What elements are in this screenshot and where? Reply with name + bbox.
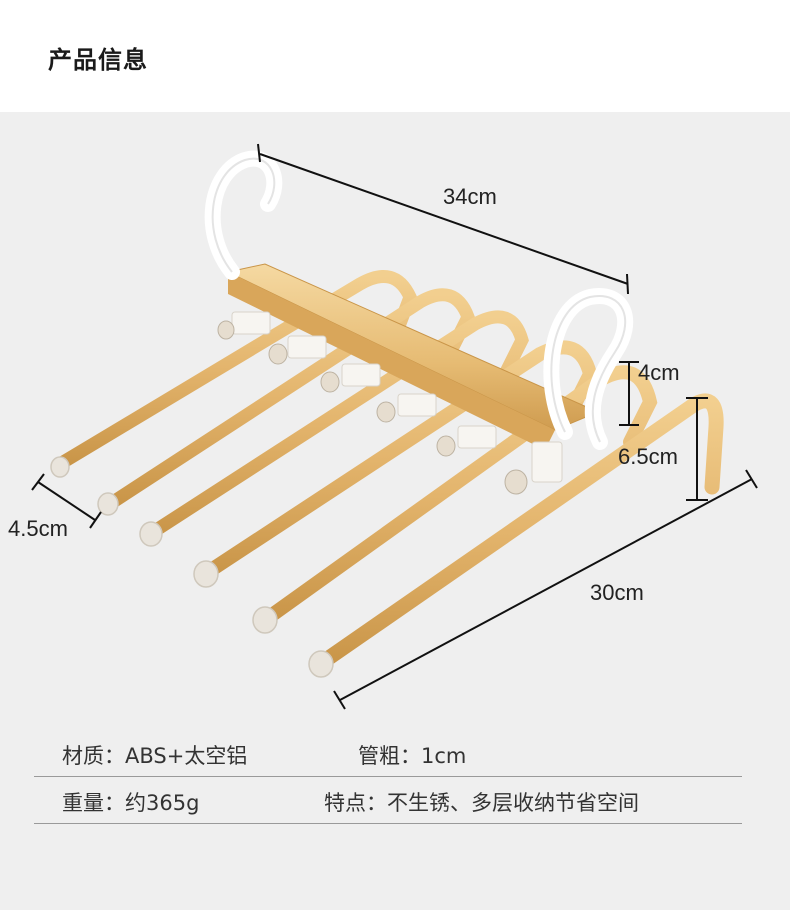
dimension-hook-height-label: 4cm — [638, 360, 680, 385]
clip-knobs — [217, 320, 528, 495]
spec-tube-diameter: 管粗：1cm — [358, 744, 467, 768]
spec-material: 材质：ABS+太空铝 — [62, 744, 248, 768]
spec-features: 特点：不生锈、多层收纳节省空间 — [324, 791, 639, 815]
header: 产品信息 — [0, 0, 790, 112]
dimension-width-label: 4.5cm — [8, 516, 68, 541]
spec-row: 重量：约365g 特点：不生锈、多层收纳节省空间 — [34, 777, 742, 824]
dimension-lines — [31, 143, 758, 710]
rod-end-caps — [50, 456, 334, 678]
page-title: 产品信息 — [48, 46, 148, 74]
dimension-rod-length-label: 30cm — [590, 580, 644, 605]
spec-weight: 重量：约365g — [62, 791, 200, 815]
dimension-layer-gap-label: 6.5cm — [618, 444, 678, 469]
rod-clips — [231, 311, 563, 483]
spec-row: 材质：ABS+太空铝 管粗：1cm — [34, 730, 742, 777]
spec-table: 材质：ABS+太空铝 管粗：1cm 重量：约365g 特点：不生锈、多层收纳节省… — [34, 730, 742, 824]
pants-hanger-icon — [31, 143, 758, 710]
dimension-length-label: 34cm — [443, 184, 497, 209]
product-figure: 34cm 4cm 6.5cm 4.5cm 30cm — [0, 112, 790, 722]
